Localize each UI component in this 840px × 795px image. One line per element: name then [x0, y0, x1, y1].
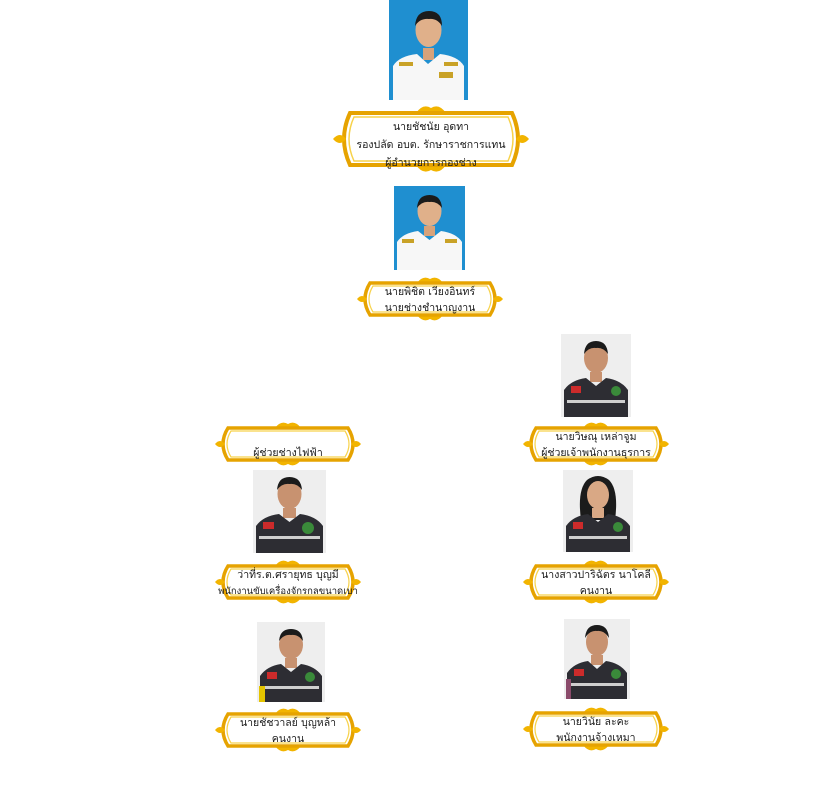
photo-contractor — [564, 619, 630, 699]
ornate-frame-icon — [215, 560, 361, 604]
worker-male-name: นายชัชวาลย์ บุญหล้า — [239, 717, 337, 729]
director-name: นายชัชนัย อุดทา — [392, 121, 470, 133]
electrician-assistant-role: ผู้ช่วยช่างไฟฟ้า — [253, 447, 323, 459]
photo-clerk-assistant — [561, 334, 631, 417]
ornate-frame-icon — [333, 106, 529, 172]
photo-machine-operator — [253, 470, 326, 553]
worker-male-role: คนงาน — [271, 733, 305, 745]
ornate-frame-icon — [215, 708, 361, 752]
photo-technician — [394, 186, 465, 270]
name-plate-director: นายชัชนัย อุดทา รองปลัด อบต. รักษาราชการ… — [330, 101, 532, 177]
ornate-frame-icon — [357, 277, 503, 321]
clerk-assistant-name: นายวิษณุ เหล่าจูม — [555, 431, 637, 443]
photo-worker-female — [563, 470, 633, 552]
name-plate-worker-female: นางสาวปาริฉัตร นาโคลี คนงาน — [521, 557, 671, 607]
contractor-role: พนักงานจ้างเหมา — [556, 732, 636, 744]
director-role-line2: ผู้อำนวยการกองช่าง — [385, 157, 477, 169]
name-plate-clerk-assistant: นายวิษณุ เหล่าจูม ผู้ช่วยเจ้าพนักงานธุรก… — [521, 419, 671, 469]
ornate-frame-icon — [523, 422, 669, 466]
machine-operator-name: ว่าที่ร.ต.ศรายุทธ บุญมี — [237, 569, 339, 581]
contractor-name: นายวินัย ละคะ — [562, 716, 630, 728]
technician-name: นายพิชิต เวียงอินทร์ — [384, 286, 476, 298]
ornate-frame-icon — [523, 560, 669, 604]
name-plate-technician: นายพิชิต เวียงอินทร์ นายช่างชำนาญงาน — [355, 274, 505, 324]
photo-director — [389, 0, 468, 100]
director-role: รองปลัด อบต. รักษาราชการแทน — [356, 139, 506, 151]
name-plate-machine-operator: ว่าที่ร.ต.ศรายุทธ บุญมี พนักงานขับเครื่อ… — [213, 557, 363, 607]
worker-female-role: คนงาน — [579, 585, 613, 597]
name-plate-electrician-assistant: ผู้ช่วยช่างไฟฟ้า — [213, 419, 363, 469]
worker-female-name: นางสาวปาริฉัตร นาโคลี — [541, 569, 651, 581]
machine-operator-role: พนักงานขับเครื่องจักรกลขนาดเบา — [218, 586, 358, 597]
ornate-frame-icon — [215, 422, 361, 466]
photo-worker-male — [257, 622, 325, 702]
name-plate-contractor: นายวินัย ละคะ พนักงานจ้างเหมา — [521, 704, 671, 754]
name-plate-worker-male: นายชัชวาลย์ บุญหล้า คนงาน — [213, 705, 363, 755]
ornate-frame-icon — [523, 707, 669, 751]
technician-role: นายช่างชำนาญงาน — [384, 302, 476, 314]
clerk-assistant-role: ผู้ช่วยเจ้าพนักงานธุรการ — [541, 447, 651, 459]
